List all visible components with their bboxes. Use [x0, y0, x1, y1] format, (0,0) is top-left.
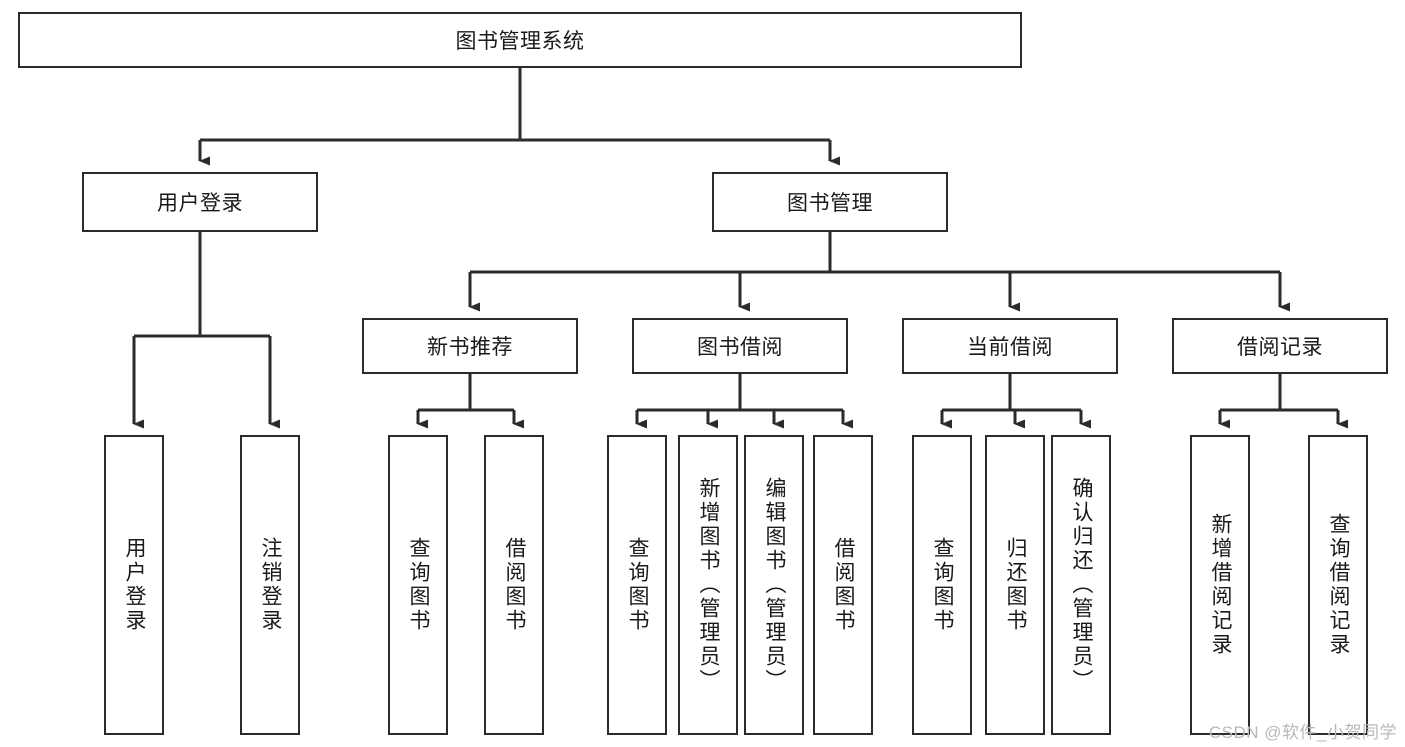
node-label: 归还图书: [1004, 537, 1028, 633]
node-leaf-1[interactable]: 注销登录: [240, 435, 300, 735]
node-label: 查询图书: [626, 537, 650, 633]
node-label: 图书管理: [787, 192, 873, 215]
node-label: 借阅记录: [1237, 336, 1323, 359]
node-leaf-7[interactable]: 借阅图书: [813, 435, 873, 735]
node-leaf-8[interactable]: 查询图书: [912, 435, 972, 735]
node-leaf-0[interactable]: 用户登录: [104, 435, 164, 735]
node-label: 用户登录: [123, 537, 147, 633]
node-leaf-12[interactable]: 查询借阅记录: [1308, 435, 1368, 735]
node-label: 确认归还（管理员）: [1070, 477, 1094, 693]
node-label: 新书推荐: [427, 336, 513, 359]
node-leaf-10[interactable]: 确认归还（管理员）: [1051, 435, 1111, 735]
node-label: 编辑图书（管理员）: [763, 477, 787, 693]
node-label: 用户登录: [157, 192, 243, 215]
node-leaf-6[interactable]: 编辑图书（管理员）: [744, 435, 804, 735]
node-label: 图书管理系统: [455, 30, 585, 53]
node-level2-0[interactable]: 新书推荐: [362, 318, 578, 374]
node-leaf-11[interactable]: 新增借阅记录: [1190, 435, 1250, 735]
node-level2-1[interactable]: 图书借阅: [632, 318, 848, 374]
node-label: 查询图书: [407, 537, 431, 633]
node-label: 借阅图书: [832, 537, 856, 633]
node-label: 新增图书（管理员）: [697, 477, 721, 693]
node-label: 图书借阅: [697, 336, 783, 359]
node-level2-2[interactable]: 当前借阅: [902, 318, 1118, 374]
node-level2-3[interactable]: 借阅记录: [1172, 318, 1388, 374]
node-label: 借阅图书: [503, 537, 527, 633]
node-level1-1[interactable]: 图书管理: [712, 172, 948, 232]
watermark-text: CSDN @软件_小贺同学: [1208, 723, 1397, 742]
node-level1-0[interactable]: 用户登录: [82, 172, 318, 232]
node-label: 查询借阅记录: [1327, 513, 1351, 657]
node-leaf-4[interactable]: 查询图书: [607, 435, 667, 735]
node-leaf-5[interactable]: 新增图书（管理员）: [678, 435, 738, 735]
node-leaf-9[interactable]: 归还图书: [985, 435, 1045, 735]
node-label: 注销登录: [259, 537, 283, 633]
node-label: 新增借阅记录: [1209, 513, 1233, 657]
node-root-system[interactable]: 图书管理系统: [18, 12, 1022, 68]
node-leaf-3[interactable]: 借阅图书: [484, 435, 544, 735]
node-leaf-2[interactable]: 查询图书: [388, 435, 448, 735]
node-label: 查询图书: [931, 537, 955, 633]
node-label: 当前借阅: [967, 336, 1053, 359]
